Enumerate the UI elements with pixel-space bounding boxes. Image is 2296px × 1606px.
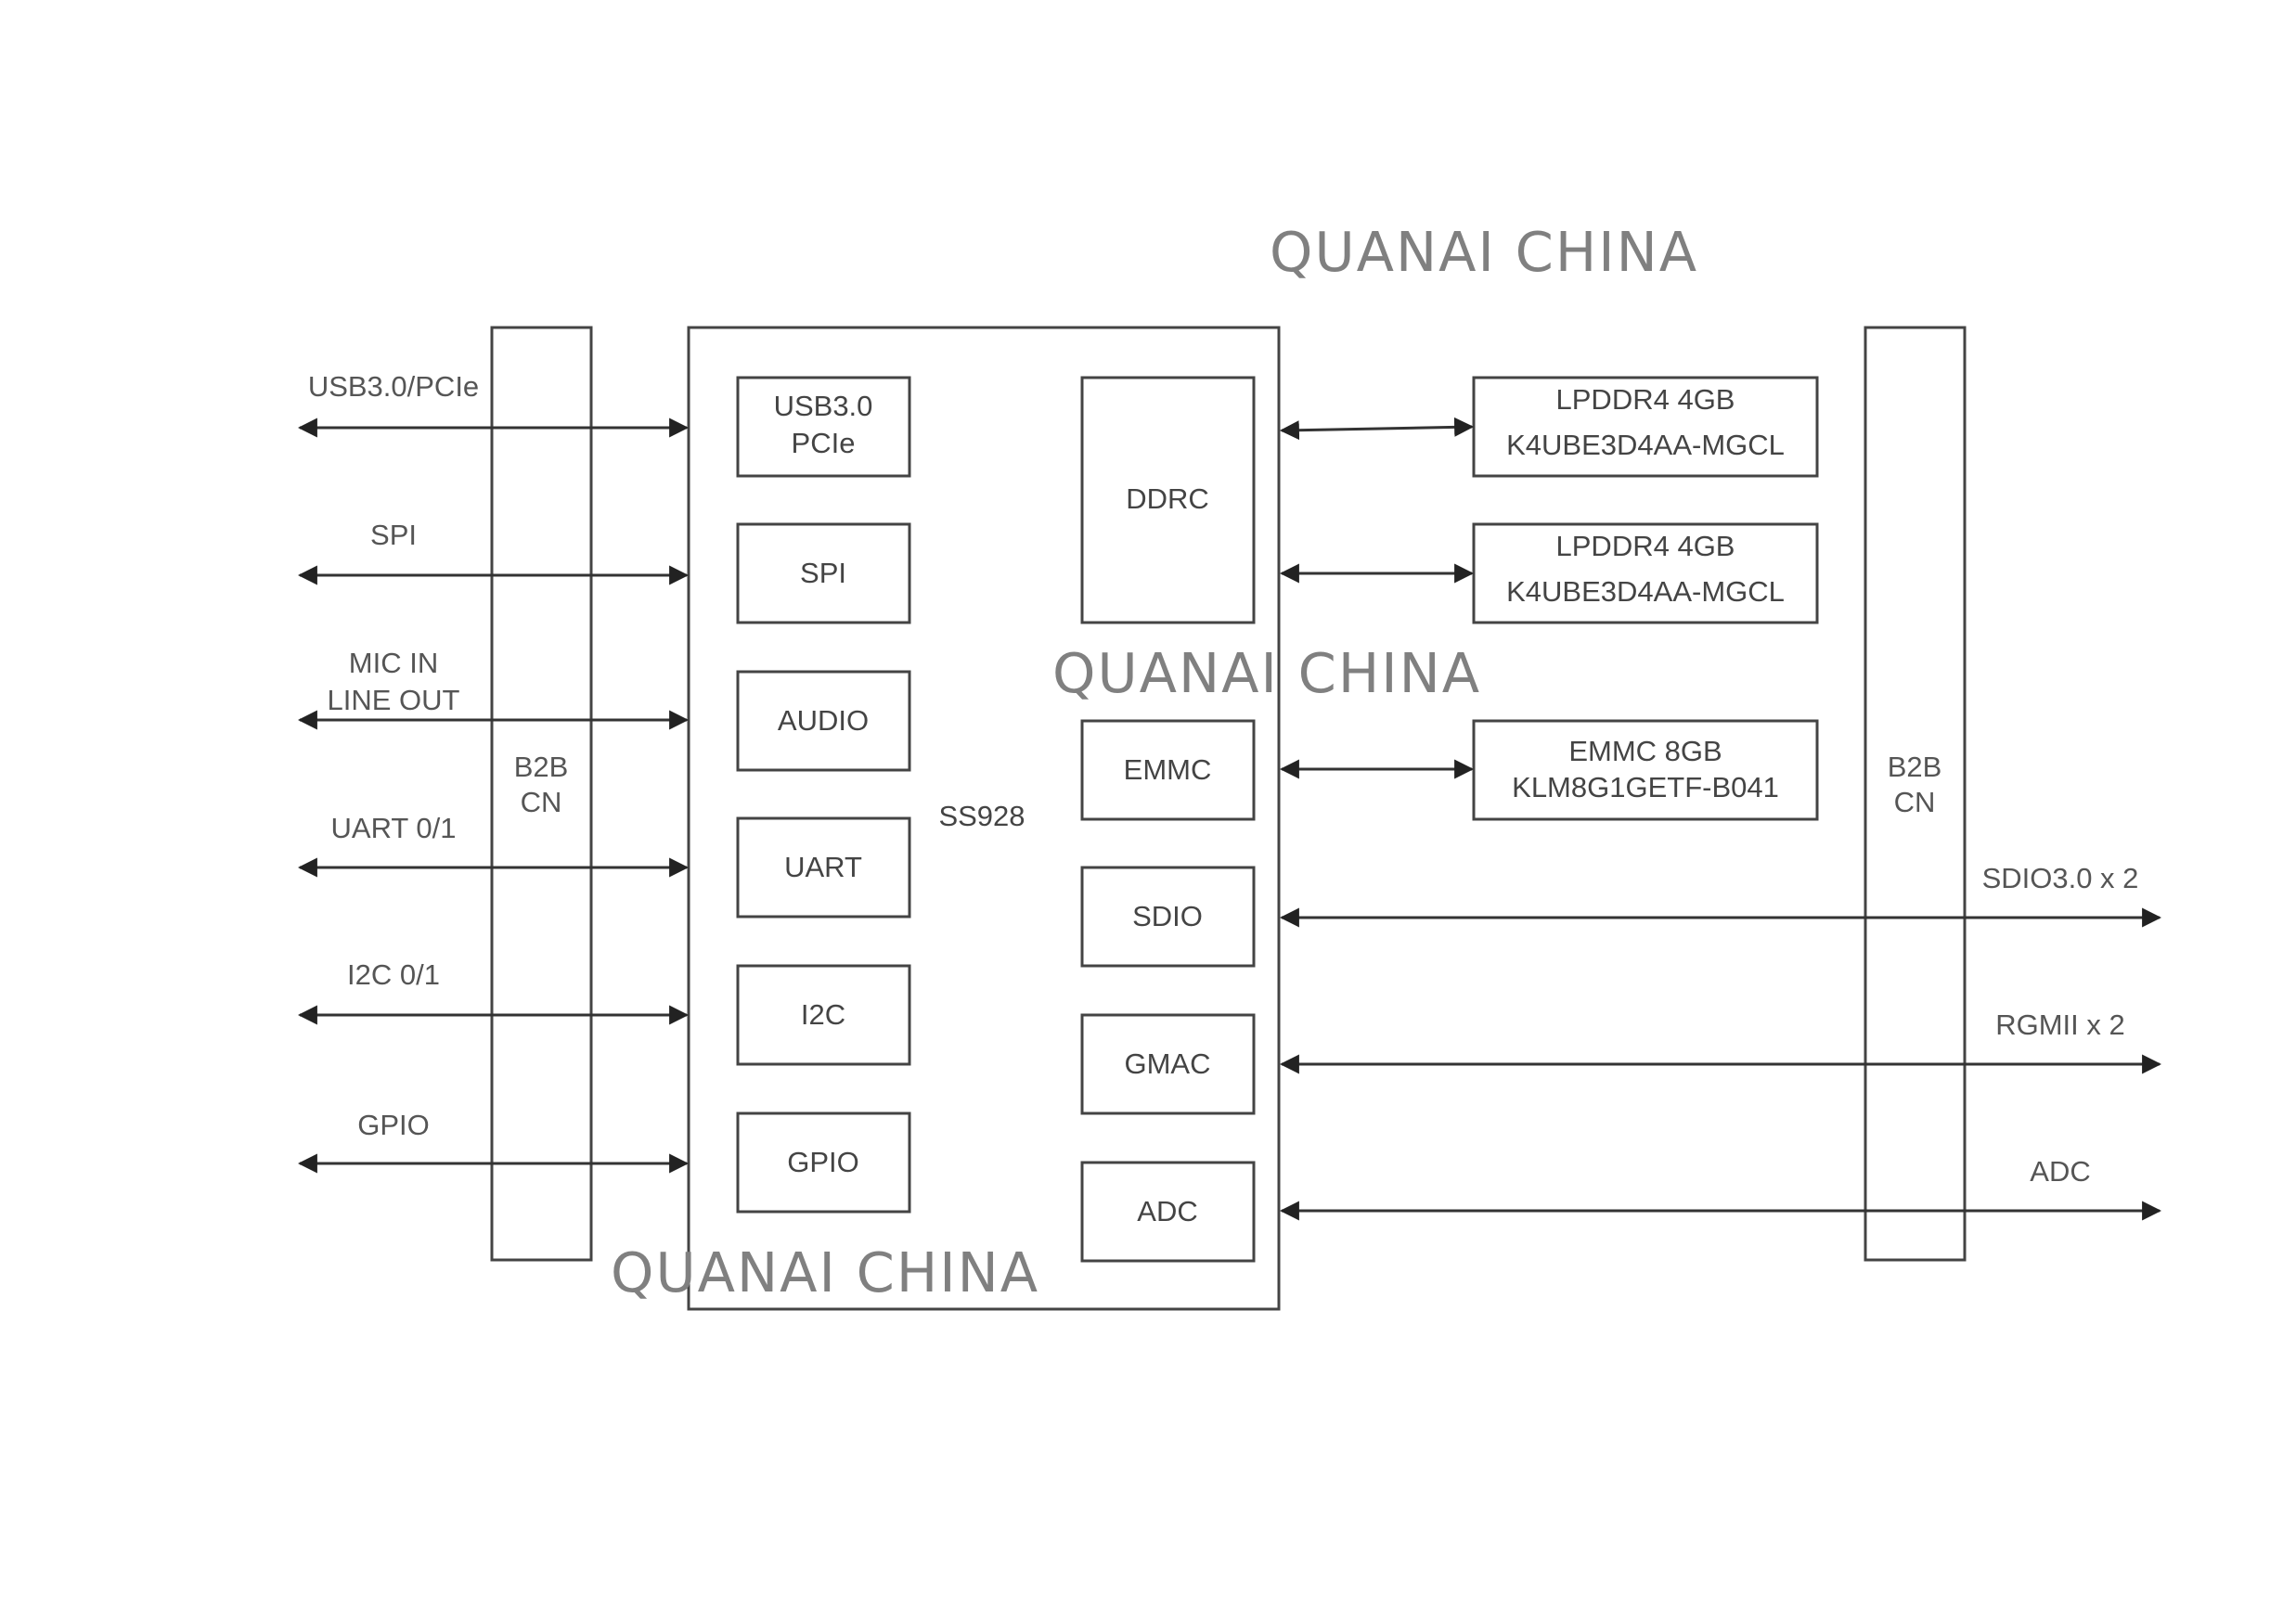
module-sdio-label: SDIO <box>1132 900 1203 932</box>
b2b-left-label-line2: CN <box>521 786 562 818</box>
memory-chip-lpddr4-2: LPDDR4 4GB K4UBE3D4AA-MGCL <box>1472 522 1819 624</box>
signal-gpio-label: GPIO <box>357 1109 430 1141</box>
memory-chip-1-line1: LPDDR4 4GB <box>1556 383 1735 416</box>
memory-chip-emmc: EMMC 8GB KLM8G1GETF-B041 <box>1472 719 1819 821</box>
module-spi: SPI <box>736 522 911 624</box>
b2b-right-label-line2: CN <box>1894 786 1936 818</box>
module-adc-label: ADC <box>1137 1195 1197 1227</box>
module-gpio: GPIO <box>736 1111 911 1214</box>
module-audio: AUDIO <box>736 670 911 772</box>
soc-label: SS928 <box>938 800 1025 832</box>
memory-chip-3-line1: EMMC 8GB <box>1568 735 1722 767</box>
b2b-right-label-line1: B2B <box>1888 751 1942 783</box>
signal-usb-pcie: USB3.0/PCIe <box>297 370 690 438</box>
signal-usb-pcie-label: USB3.0/PCIe <box>308 370 479 403</box>
module-gmac: GMAC <box>1080 1013 1256 1115</box>
signal-sdio: SDIO3.0 x 2 <box>1279 862 2162 928</box>
module-gmac-label: GMAC <box>1125 1047 1211 1080</box>
signal-audio: MIC IN LINE OUT <box>297 647 690 730</box>
module-ddrc-label: DDRC <box>1126 482 1209 515</box>
signal-spi-label: SPI <box>370 519 417 551</box>
module-spi-label: SPI <box>800 557 846 589</box>
memory-chip-3-line2: KLM8G1GETF-B041 <box>1512 771 1779 803</box>
module-emmc-label: EMMC <box>1124 753 1212 786</box>
module-usb-pcie-line1: USB3.0 <box>774 390 873 422</box>
signal-uart-label: UART 0/1 <box>331 812 457 844</box>
signal-gpio: GPIO <box>297 1109 690 1174</box>
link-ddrc-lpddr4-1 <box>1279 417 1475 441</box>
signal-i2c-label: I2C 0/1 <box>347 958 440 991</box>
signal-uart: UART 0/1 <box>297 812 690 878</box>
watermark-bottom: QUANAI CHINA <box>611 1240 1039 1304</box>
signal-i2c: I2C 0/1 <box>297 958 690 1025</box>
signal-sdio-label: SDIO3.0 x 2 <box>1982 862 2139 894</box>
module-adc: ADC <box>1080 1161 1256 1263</box>
module-i2c: I2C <box>736 964 911 1066</box>
memory-chip-1-line2: K4UBE3D4AA-MGCL <box>1506 429 1785 461</box>
signal-rgmii-label: RGMII x 2 <box>1995 1009 2125 1041</box>
soc-block: SS928 <box>687 326 1281 1311</box>
module-i2c-label: I2C <box>801 998 845 1031</box>
module-usb-pcie: USB3.0 PCIe <box>736 376 911 478</box>
b2b-connector-left: B2B CN <box>490 326 593 1262</box>
memory-chip-2-line2: K4UBE3D4AA-MGCL <box>1506 575 1785 608</box>
signal-adc-label: ADC <box>2030 1155 2090 1188</box>
memory-chip-2-line1: LPDDR4 4GB <box>1556 530 1735 562</box>
signal-spi: SPI <box>297 519 690 585</box>
signal-audio-label-line1: MIC IN <box>349 647 438 679</box>
module-ddrc: DDRC <box>1080 376 1256 624</box>
module-gpio-label: GPIO <box>787 1146 859 1178</box>
signal-adc: ADC <box>1279 1155 2162 1221</box>
signal-rgmii: RGMII x 2 <box>1279 1009 2162 1074</box>
module-usb-pcie-line2: PCIe <box>792 427 856 459</box>
module-emmc: EMMC <box>1080 719 1256 821</box>
module-uart-label: UART <box>784 851 862 883</box>
b2b-connector-right: B2B CN <box>1864 326 1967 1262</box>
b2b-left-label-line1: B2B <box>514 751 569 783</box>
signal-audio-label-line2: LINE OUT <box>328 684 460 716</box>
module-uart: UART <box>736 816 911 919</box>
watermark-top: QUANAI CHINA <box>1270 220 1698 284</box>
memory-chip-lpddr4-1: LPDDR4 4GB K4UBE3D4AA-MGCL <box>1472 376 1819 478</box>
watermark-middle: QUANAI CHINA <box>1052 641 1481 705</box>
module-audio-label: AUDIO <box>778 704 869 737</box>
module-sdio: SDIO <box>1080 866 1256 968</box>
